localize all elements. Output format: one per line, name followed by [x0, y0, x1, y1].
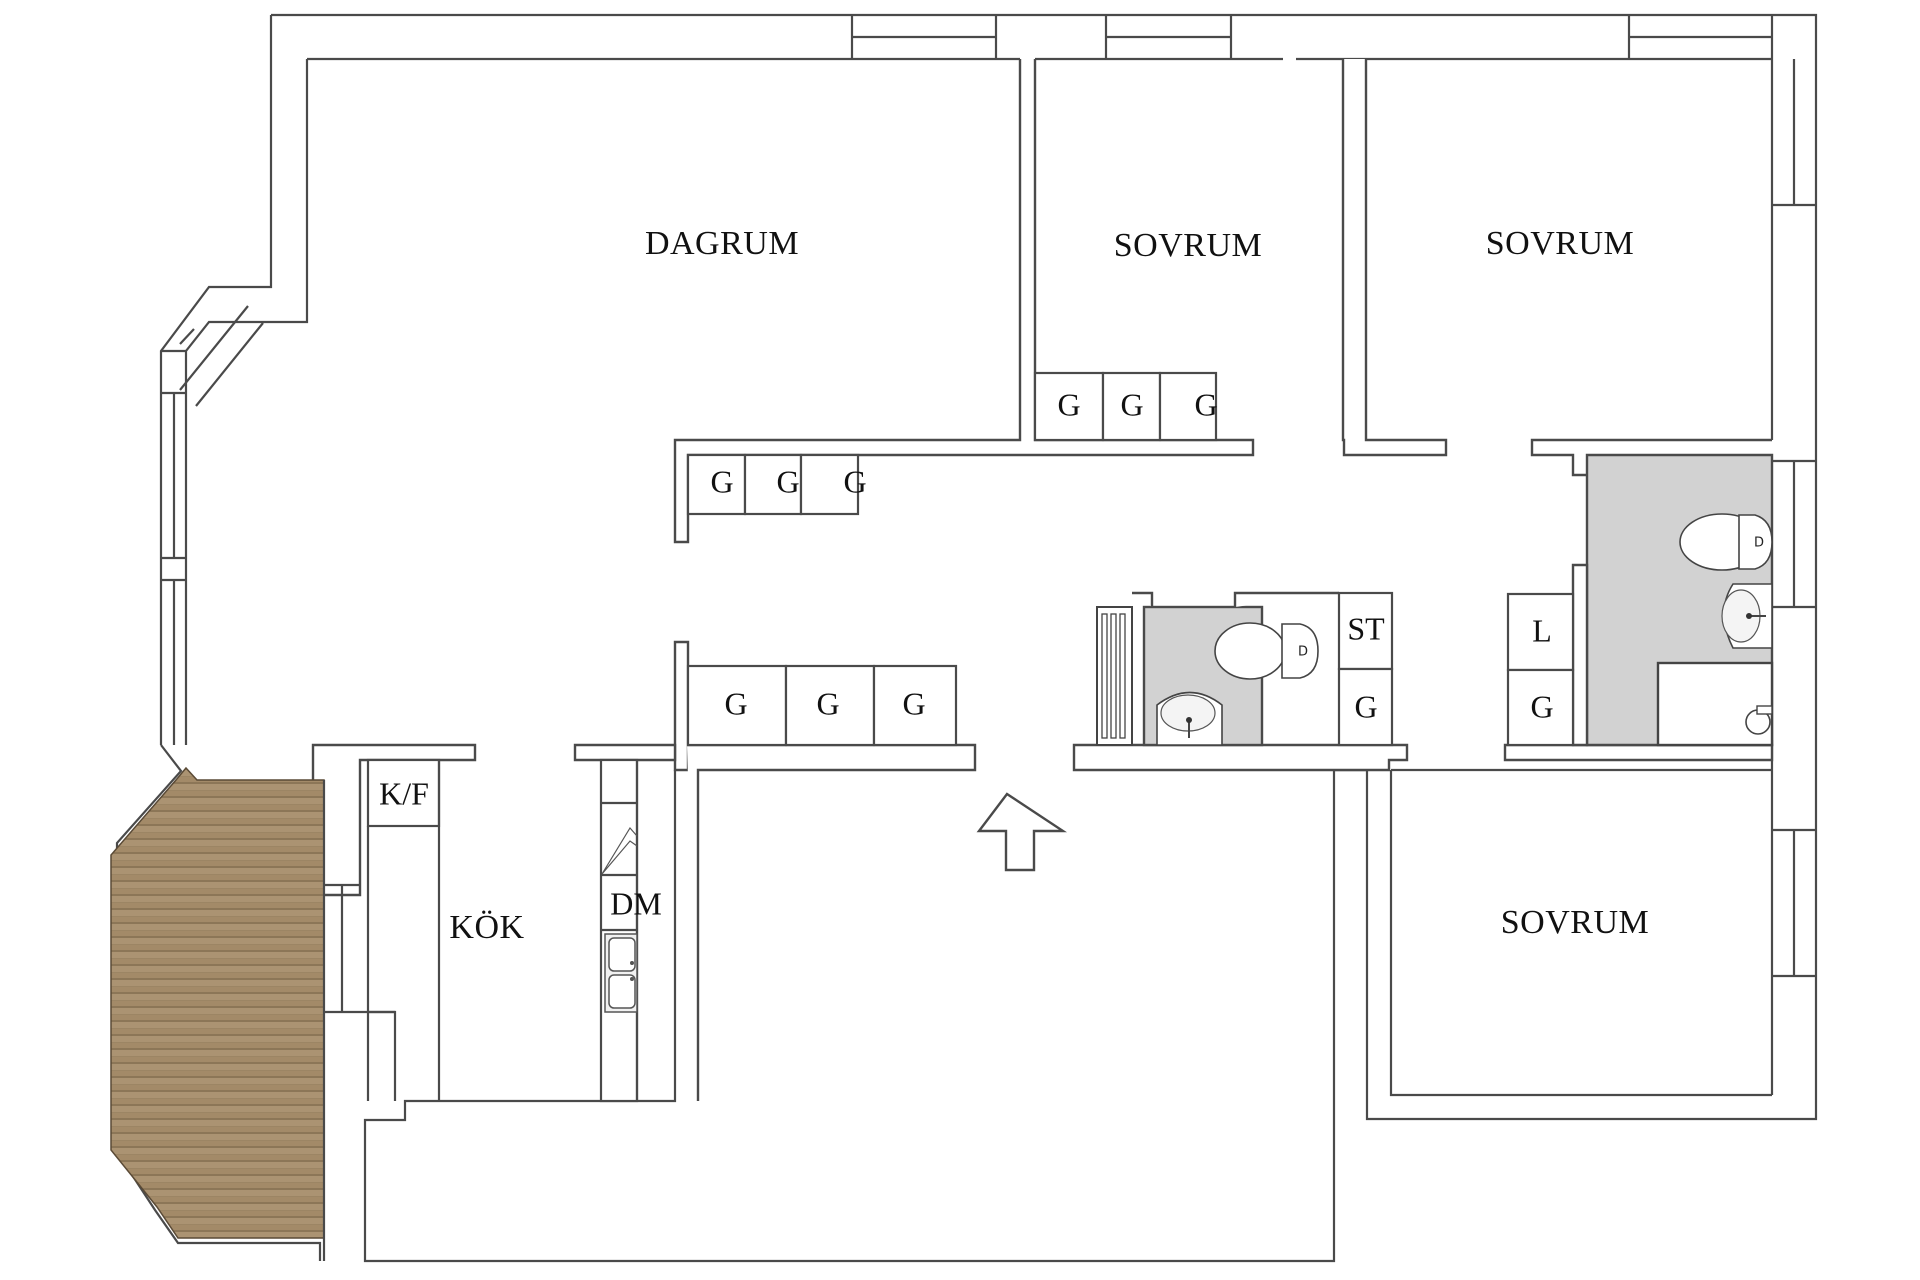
- closets-hall-upper: G G G: [686, 453, 867, 516]
- windows-left-bay: [161, 305, 264, 745]
- svg-text:G: G: [902, 685, 925, 721]
- toilet-icon: D: [1679, 513, 1773, 571]
- svg-text:G: G: [724, 685, 747, 721]
- radiator-icon: [1096, 606, 1133, 746]
- svg-text:G: G: [816, 685, 839, 721]
- st-label: ST: [1347, 610, 1385, 646]
- interior-walls: [311, 59, 1774, 1101]
- room-label-dagrum: DAGRUM: [645, 225, 799, 262]
- room-label-sovrum-3: SOVRUM: [1501, 904, 1649, 941]
- sink-icon: [604, 933, 638, 1013]
- svg-text:G: G: [1530, 688, 1553, 724]
- svg-text:G: G: [1354, 688, 1377, 724]
- bathroom-right: D L G: [1506, 453, 1774, 747]
- bathroom-center: D ST G: [1096, 591, 1394, 747]
- room-label-kok: KÖK: [449, 909, 524, 946]
- svg-text:G: G: [1120, 386, 1143, 422]
- fridge-freezer-label: K/F: [379, 775, 429, 811]
- entrance-arrow-icon: [976, 792, 1067, 872]
- window: [1104, 15, 1233, 59]
- windows-top: [850, 15, 1774, 59]
- stove-icon: [601, 826, 638, 875]
- toilet-icon: D: [1214, 622, 1319, 680]
- balcony: [110, 744, 395, 1261]
- exterior-walls: [159, 13, 1818, 1263]
- fridge-freezer: [366, 758, 441, 828]
- window: [1772, 59, 1816, 207]
- svg-text:G: G: [710, 463, 733, 499]
- windows-right: [1772, 59, 1816, 978]
- closets-hall-lower: G G G: [686, 664, 958, 747]
- window: [1772, 459, 1816, 609]
- window: [850, 15, 998, 59]
- washbasin-icon: [1156, 691, 1223, 746]
- room-label-sovrum-1: SOVRUM: [1114, 227, 1262, 264]
- closets-bedroom1: G G G: [1033, 371, 1218, 442]
- svg-text:G: G: [776, 463, 799, 499]
- shower-head-icon: [1745, 705, 1773, 735]
- svg-text:D: D: [1754, 536, 1764, 551]
- washbasin-icon: [1721, 583, 1773, 649]
- svg-text:G: G: [843, 463, 866, 499]
- kitchen-fixtures: K/F DM KÖK: [366, 758, 662, 1103]
- l-label: L: [1532, 612, 1552, 648]
- window: [1627, 15, 1774, 59]
- balcony-deck: [110, 766, 325, 1239]
- svg-text:G: G: [1194, 386, 1217, 422]
- window: [1772, 828, 1816, 978]
- room-label-sovrum-2: SOVRUM: [1486, 225, 1634, 262]
- dishwasher-label: DM: [610, 885, 662, 921]
- svg-text:D: D: [1298, 645, 1308, 660]
- svg-text:G: G: [1057, 386, 1080, 422]
